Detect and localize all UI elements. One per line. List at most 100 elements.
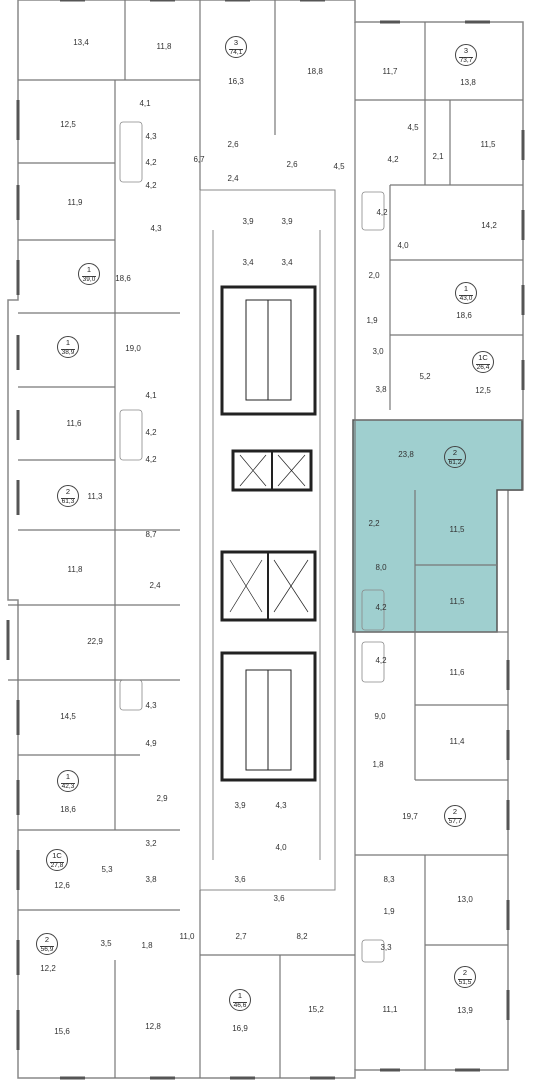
rooms-count: 2 [452, 807, 458, 816]
apartment-area: 27,8 [50, 862, 64, 869]
elevator-block-small [231, 449, 313, 492]
apartment-area: 56,9 [40, 946, 54, 953]
room-area-label: 2,0 [368, 271, 380, 280]
room-area-label: 6,7 [193, 155, 205, 164]
apartment-area: 26,4 [476, 364, 490, 371]
room-area-label: 3,6 [234, 875, 246, 884]
room-area-label: 12,5 [60, 120, 76, 129]
apartment-badge[interactable]: 1С 26,4 [472, 351, 494, 373]
room-area-label: 4,1 [145, 391, 157, 400]
room-area-label: 11,5 [449, 597, 465, 606]
room-area-label: 14,5 [60, 712, 76, 721]
room-area-label: 4,3 [145, 701, 157, 710]
rooms-count: 1 [237, 991, 243, 1000]
apartment-area: 38,9 [61, 349, 75, 356]
room-area-label: 3,3 [380, 943, 392, 952]
room-area-label: 2,4 [227, 174, 239, 183]
room-area-label: 15,6 [54, 1027, 70, 1036]
rooms-count: 1С [52, 851, 62, 860]
room-area-label: 2,2 [368, 519, 380, 528]
room-area-label: 11,6 [449, 668, 465, 677]
rooms-count: 1 [463, 284, 469, 293]
room-area-label: 8,2 [296, 932, 308, 941]
apartment-area: 61,3 [61, 498, 75, 505]
room-area-label: 4,3 [275, 801, 287, 810]
apartment-area: 51,5 [458, 979, 472, 986]
rooms-count: 1 [65, 338, 71, 347]
room-area-label: 16,3 [228, 77, 244, 86]
room-area-label: 4,0 [397, 241, 409, 250]
room-area-label: 2,7 [235, 932, 247, 941]
room-area-label: 4,2 [376, 208, 388, 217]
apartment-area: 39,0 [82, 276, 96, 283]
rooms-count: 2 [65, 487, 71, 496]
room-area-label: 18,6 [456, 311, 472, 320]
stairwell-bottom [220, 651, 317, 782]
room-area-label: 3,5 [100, 939, 112, 948]
room-area-label: 1,9 [366, 316, 378, 325]
room-area-label: 13,4 [73, 38, 89, 47]
room-area-label: 5,3 [101, 865, 113, 874]
room-area-label: 3,9 [242, 217, 254, 226]
room-area-label: 1,8 [141, 941, 153, 950]
room-area-label: 4,2 [387, 155, 399, 164]
room-area-label: 11,4 [449, 737, 465, 746]
room-area-label: 13,0 [457, 895, 473, 904]
room-area-label: 3,8 [145, 875, 157, 884]
room-area-label: 4,2 [145, 181, 157, 190]
room-area-label: 4,5 [333, 162, 345, 171]
room-area-label: 3,4 [242, 258, 254, 267]
stairwell-top [220, 285, 317, 416]
rooms-count: 2 [462, 968, 468, 977]
rooms-count: 1 [86, 265, 92, 274]
room-area-label: 2,9 [156, 794, 168, 803]
room-area-label: 4,2 [145, 455, 157, 464]
room-area-label: 4,3 [145, 132, 157, 141]
room-area-label: 12,6 [54, 881, 70, 890]
room-area-label: 2,6 [286, 160, 298, 169]
room-area-label: 14,2 [481, 221, 497, 230]
room-area-label: 8,0 [375, 563, 387, 572]
room-area-label: 12,2 [40, 964, 56, 973]
room-area-label: 3,4 [281, 258, 293, 267]
room-area-label: 3,8 [375, 385, 387, 394]
room-area-label: 15,2 [308, 1005, 324, 1014]
apartment-area: 57,7 [448, 818, 462, 825]
apartment-area: 42,3 [61, 783, 75, 790]
room-area-label: 9,0 [374, 712, 386, 721]
room-area-label: 4,0 [275, 843, 287, 852]
room-area-label: 1,9 [383, 907, 395, 916]
room-area-label: 18,6 [60, 805, 76, 814]
room-area-label: 4,3 [150, 224, 162, 233]
room-area-label: 23,8 [398, 450, 414, 459]
room-area-label: 11,8 [156, 42, 172, 51]
room-area-label: 11,0 [179, 932, 195, 941]
room-area-label: 4,5 [407, 123, 419, 132]
room-area-label: 4,1 [139, 99, 151, 108]
room-area-label: 18,8 [307, 67, 323, 76]
room-area-label: 4,2 [375, 603, 387, 612]
rooms-count: 2 [44, 935, 50, 944]
rooms-count: 1 [65, 772, 71, 781]
apartment-area: 61,2 [448, 459, 462, 466]
room-area-label: 22,9 [87, 637, 103, 646]
apartment-badge[interactable]: 1С 27,8 [46, 849, 68, 871]
rooms-count: 1С [478, 353, 488, 362]
apartment-area: 43,0 [459, 295, 473, 302]
room-area-label: 11,5 [449, 525, 465, 534]
room-area-label: 11,5 [480, 140, 496, 149]
room-area-label: 11,8 [67, 565, 83, 574]
